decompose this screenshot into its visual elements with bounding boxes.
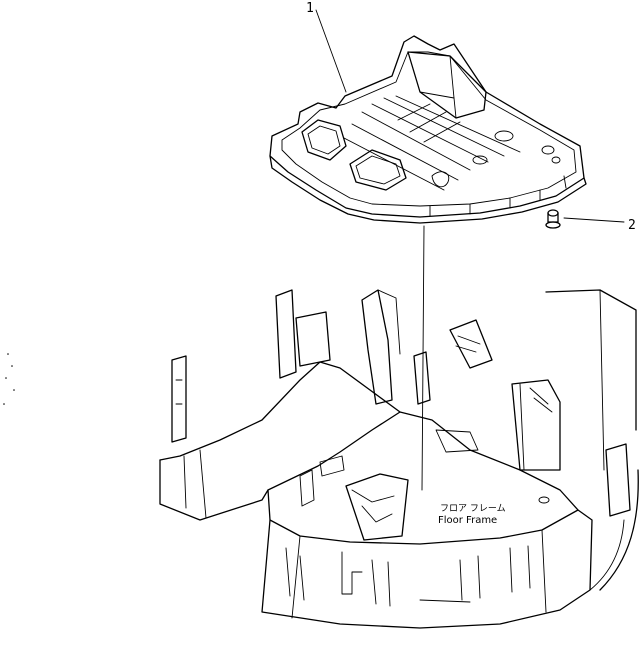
plug-part[interactable] bbox=[545, 209, 561, 229]
leader-line-1 bbox=[315, 9, 347, 93]
callout-2-number: 2 bbox=[628, 218, 636, 233]
floor-frame-label-english: Floor Frame bbox=[438, 515, 497, 526]
floor-plate-part[interactable] bbox=[269, 35, 587, 224]
floor-frame bbox=[159, 289, 639, 629]
floor-frame-label-japanese: フロア フレーム bbox=[440, 503, 506, 514]
callout-1-number: 1 bbox=[306, 1, 314, 16]
leader-line-2 bbox=[563, 217, 625, 223]
mounting-center-line bbox=[421, 225, 425, 491]
scan-speckle bbox=[3, 353, 15, 405]
